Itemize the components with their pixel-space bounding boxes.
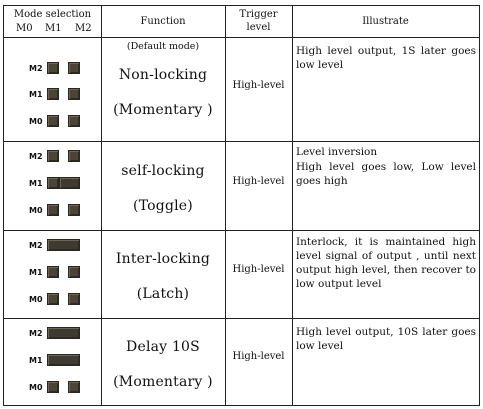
jumper-pad xyxy=(47,293,59,305)
jumper-pad xyxy=(68,266,80,278)
jumper-label: M0 xyxy=(29,206,43,215)
column-divider xyxy=(225,6,226,405)
jumper-pad xyxy=(47,62,59,74)
row-4-trigger: High-level xyxy=(225,319,292,405)
header-mode-selection-label: Mode selection xyxy=(13,9,92,20)
jumper-label: M0 xyxy=(29,295,43,304)
jumper-label: M1 xyxy=(29,90,43,99)
jumper-label: M2 xyxy=(29,64,43,73)
jumper-pad xyxy=(47,177,59,189)
function-subtitle: (Momentary ) xyxy=(113,102,213,118)
header-m1: M1 xyxy=(45,23,62,34)
trigger-value: High-level xyxy=(232,264,285,275)
jumper-label: M2 xyxy=(29,329,43,338)
jumper-label: M0 xyxy=(29,383,43,392)
trigger-value: High-level xyxy=(232,176,285,187)
row-3-function: Inter-locking (Latch) xyxy=(101,231,225,318)
illustrate-text: High level output, 1S later goes low lev… xyxy=(296,45,476,71)
jumper-cap xyxy=(47,327,80,339)
row-2-function: self-locking (Toggle) xyxy=(101,142,225,230)
row-2-illustrate: Level inversion High level goes low, Low… xyxy=(292,142,479,230)
illustrate-text: High level goes low, Low level goes high xyxy=(296,161,476,187)
jumper-pad xyxy=(47,266,59,278)
default-mode-label: (Default mode) xyxy=(126,41,200,52)
jumper-pad xyxy=(68,115,80,127)
header-mode-selection: Mode selection M0 M1 M2 xyxy=(4,8,101,36)
row-1-function: (Default mode) Non-locking (Momentary ) xyxy=(101,38,225,141)
jumper-pad xyxy=(47,115,59,127)
header-m0: M0 xyxy=(16,23,33,34)
header-m2: M2 xyxy=(75,23,92,34)
row-2-mode-selection: M2 M1 M0 xyxy=(4,142,101,230)
jumper-pad xyxy=(47,88,59,100)
illustrate-text: High level output, 10S later goes low le… xyxy=(296,326,476,352)
header-trigger-line2: level xyxy=(246,22,271,33)
jumper-pad xyxy=(47,204,59,216)
jumper-label: M2 xyxy=(29,241,43,250)
column-divider xyxy=(101,6,102,405)
jumper-cap xyxy=(59,177,80,189)
row-3-mode-selection: M2 M1 M0 xyxy=(4,231,101,318)
jumper-label: M1 xyxy=(29,356,43,365)
row-2-trigger: High-level xyxy=(225,142,292,230)
row-4-mode-selection: M2 M1 M0 xyxy=(4,319,101,405)
row-1-trigger: High-level xyxy=(225,38,292,141)
row-divider xyxy=(4,318,479,319)
jumper-pad xyxy=(68,381,80,393)
header-trigger-line1: Trigger xyxy=(239,9,278,20)
jumper-label: M1 xyxy=(29,268,43,277)
row-1-mode-selection: M2 M1 M0 xyxy=(4,38,101,141)
row-3-illustrate: Interlock, it is maintained high level s… xyxy=(292,231,479,318)
function-subtitle: (Momentary ) xyxy=(113,374,213,390)
function-name: Delay 10S xyxy=(126,339,200,355)
row-divider xyxy=(4,230,479,231)
jumper-label: M1 xyxy=(29,179,43,188)
jumper-pad xyxy=(68,88,80,100)
jumper-label: M2 xyxy=(29,152,43,161)
illustrate-heading: Level inversion xyxy=(296,146,378,158)
trigger-value: High-level xyxy=(232,351,285,362)
illustrate-text: Interlock, it is maintained high level s… xyxy=(296,236,476,290)
jumper-pad xyxy=(68,204,80,216)
function-name: self-locking xyxy=(121,163,205,179)
row-3-trigger: High-level xyxy=(225,231,292,318)
header-function: Function xyxy=(140,16,186,27)
row-divider xyxy=(4,37,479,38)
jumper-label: M0 xyxy=(29,117,43,126)
trigger-value: High-level xyxy=(232,80,285,91)
jumper-pad xyxy=(68,293,80,305)
header-trigger-level: Trigger level xyxy=(225,8,292,34)
jumper-cap xyxy=(47,239,80,251)
row-4-function: Delay 10S (Momentary ) xyxy=(101,319,225,405)
function-subtitle: (Latch) xyxy=(136,286,190,302)
jumper-pad xyxy=(47,381,59,393)
mode-table: Mode selection M0 M1 M2 Function Trigger… xyxy=(3,5,480,406)
jumper-pad xyxy=(47,150,59,162)
column-divider xyxy=(292,6,293,405)
function-name: Non-locking xyxy=(118,67,208,83)
row-divider xyxy=(4,141,479,142)
function-name: Inter-locking xyxy=(115,251,211,267)
row-4-illustrate: High level output, 10S later goes low le… xyxy=(292,319,479,405)
jumper-pad xyxy=(68,150,80,162)
jumper-pad xyxy=(68,62,80,74)
header-illustrate: Illustrate xyxy=(362,16,409,27)
jumper-cap xyxy=(47,354,80,366)
row-1-illustrate: High level output, 1S later goes low lev… xyxy=(292,38,479,141)
function-subtitle: (Toggle) xyxy=(133,198,193,214)
